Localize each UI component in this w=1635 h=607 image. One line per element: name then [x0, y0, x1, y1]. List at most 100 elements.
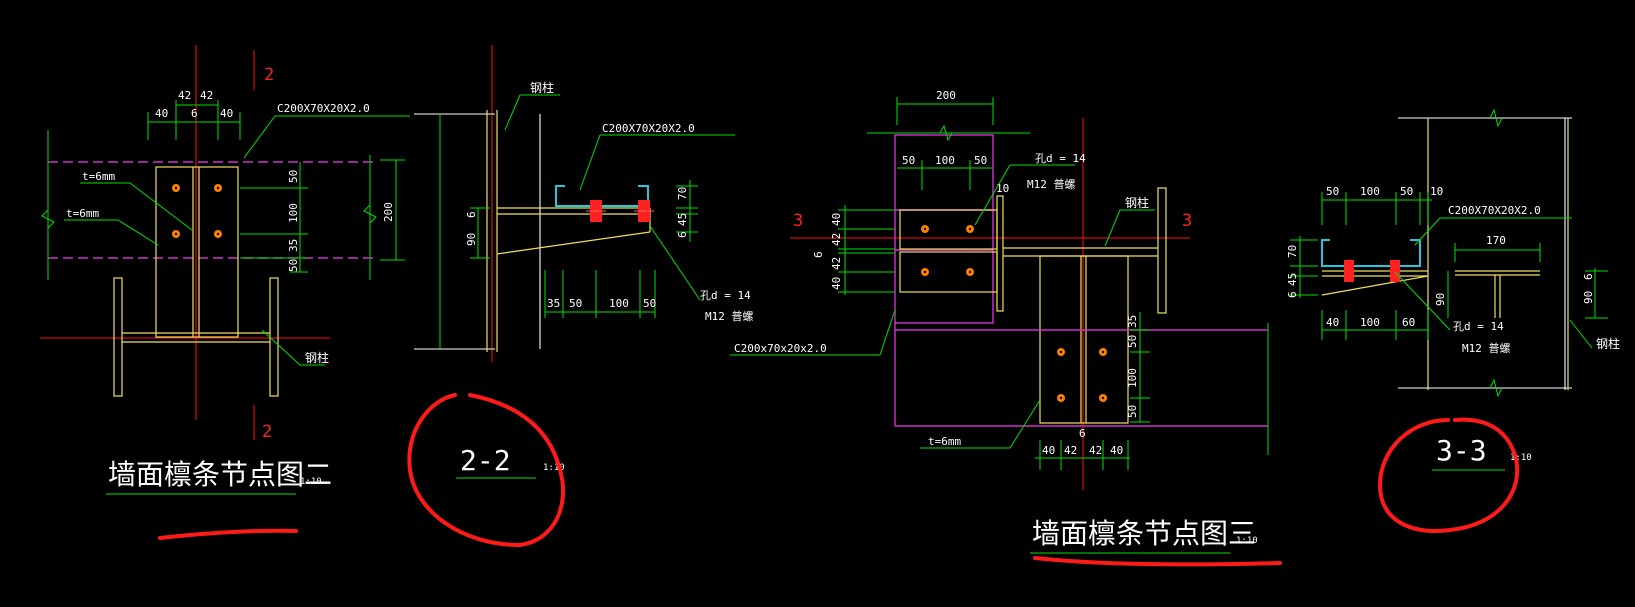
svg-text:45: 45: [676, 213, 689, 226]
section-label: 3-3: [1436, 434, 1487, 467]
column-label: 钢柱: [530, 80, 554, 95]
markup-circle-3-3: [1378, 417, 1520, 533]
svg-text:50: 50: [1400, 185, 1413, 198]
profile-label: C200x70x20x2.0: [734, 342, 827, 355]
svg-text:10: 10: [996, 182, 1009, 195]
detail-title: 墙面檩条节点图二: [108, 458, 332, 491]
detail-three: 3 3: [730, 89, 1269, 554]
svg-text:50: 50: [1126, 335, 1139, 348]
red-hand-markups: [158, 393, 1520, 567]
column-web: [1039, 255, 1129, 424]
svg-text:40: 40: [1326, 316, 1339, 329]
svg-text:50: 50: [1326, 185, 1339, 198]
svg-text:40: 40: [155, 107, 168, 120]
svg-text:42: 42: [830, 233, 843, 246]
hole-label: 孔d = 14: [1035, 152, 1086, 165]
svg-text:42: 42: [1064, 444, 1077, 457]
section-label: 2-2: [460, 444, 511, 477]
plate-upper-a: [899, 209, 998, 250]
column-label: 钢柱: [1125, 195, 1149, 210]
svg-text:35: 35: [547, 297, 560, 310]
bolt-holes: [921, 225, 1107, 402]
svg-text:170: 170: [1486, 234, 1506, 247]
svg-text:50: 50: [569, 297, 582, 310]
svg-text:42: 42: [200, 89, 213, 102]
svg-text:200: 200: [382, 202, 395, 222]
stiffener: [496, 231, 651, 255]
svg-text:200: 200: [936, 89, 956, 102]
profile-label: C200X70X20X2.0: [1448, 204, 1541, 217]
svg-text:70: 70: [1286, 245, 1299, 258]
svg-text:100: 100: [1360, 185, 1380, 198]
svg-text:60: 60: [1402, 316, 1415, 329]
svg-text:40: 40: [830, 213, 843, 226]
svg-text:90: 90: [1582, 291, 1595, 304]
section-mark-right: 3: [1182, 211, 1192, 231]
svg-text:42: 42: [830, 257, 843, 270]
bolts: [1344, 260, 1400, 282]
svg-text:40: 40: [1110, 444, 1123, 457]
right-dimensions: 50 100 35 50 200: [240, 159, 405, 273]
bottom-dimensions: 40 42 42 40 6: [1035, 427, 1130, 470]
hole-label: 孔d = 14: [1453, 320, 1504, 333]
plate-label-b: t=6mm: [66, 207, 99, 220]
section-mark-left: 3: [793, 211, 803, 231]
svg-text:6: 6: [1286, 291, 1299, 298]
svg-text:40: 40: [220, 107, 233, 120]
bolts: [586, 200, 654, 222]
svg-text:100: 100: [935, 154, 955, 167]
hole-label: 孔d = 14: [700, 289, 751, 302]
top-dimensions: 42 42 40 6 40: [147, 89, 241, 140]
svg-text:90: 90: [1434, 293, 1447, 306]
svg-text:100: 100: [609, 297, 629, 310]
svg-text:35: 35: [1126, 315, 1139, 328]
plate-label-a: t=6mm: [82, 170, 115, 183]
bolt-label: M12 普螺: [1027, 177, 1076, 191]
plate-label: t=6mm: [928, 435, 961, 448]
section-scale: 1:10: [543, 463, 565, 473]
svg-text:50: 50: [643, 297, 656, 310]
column-label: 钢柱: [305, 350, 329, 365]
svg-text:6: 6: [465, 211, 478, 218]
detail-two: 2 2: [40, 45, 410, 495]
svg-text:42: 42: [178, 89, 191, 102]
svg-text:6: 6: [1582, 273, 1595, 280]
svg-text:42: 42: [1089, 444, 1102, 457]
section-mark-bottom: 2: [262, 422, 272, 442]
detail-title: 墙面檩条节点图三: [1032, 517, 1256, 550]
svg-text:10: 10: [1430, 185, 1443, 198]
markup-underline-detail-three: [1033, 556, 1282, 567]
svg-text:50: 50: [287, 170, 300, 183]
svg-text:6: 6: [191, 107, 198, 120]
right-dimensions: 35 50 100 50: [1126, 312, 1150, 423]
svg-text:70: 70: [676, 187, 689, 200]
detail-scale: 1:10: [1236, 536, 1258, 546]
svg-text:40: 40: [830, 277, 843, 290]
svg-text:90: 90: [465, 233, 478, 246]
svg-text:100: 100: [1126, 368, 1139, 388]
column-label: 钢柱: [1596, 336, 1620, 351]
section-scale: 1:10: [1510, 453, 1532, 463]
svg-text:50: 50: [1126, 405, 1139, 418]
svg-text:45: 45: [1286, 273, 1299, 286]
section-two: 钢柱 C200X70X20X2.0 孔d = 14 M12 普螺 90 6 70…: [414, 45, 754, 479]
top-dimensions: 200 50 100 50 10: [867, 89, 1030, 195]
bolt-label: M12 普螺: [705, 309, 754, 323]
svg-text:40: 40: [1042, 444, 1055, 457]
left-dimensions: 40 42 6 42 40: [812, 205, 895, 295]
svg-text:6: 6: [812, 251, 825, 258]
svg-text:50: 50: [974, 154, 987, 167]
svg-text:50: 50: [902, 154, 915, 167]
detail-scale: 1:10: [300, 477, 322, 487]
profile-label: C200X70X20X2.0: [602, 122, 695, 135]
profile-label: C200X70X20X2.0: [277, 102, 370, 115]
bolt-holes: [172, 184, 222, 238]
connection-plate: [155, 166, 239, 338]
section-three: 50 100 50 10 170 C200X70X20X2.0 70 45 6: [1286, 108, 1620, 471]
svg-text:6: 6: [676, 231, 689, 238]
svg-text:100: 100: [1360, 316, 1380, 329]
plate-upper-b: [899, 251, 998, 293]
svg-text:100: 100: [287, 203, 300, 223]
c-channel-purlin: [1321, 239, 1421, 267]
